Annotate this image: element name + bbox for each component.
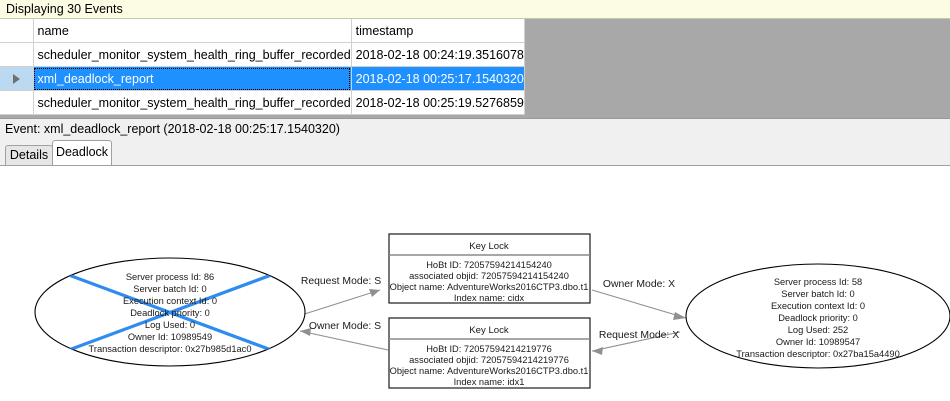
process-right-line-3: Deadlock priority: 0 xyxy=(778,313,858,323)
deadlock-graph-canvas[interactable]: Request Mode: S Owner Mode: S Owner Mode… xyxy=(0,165,950,401)
keylock-bottom-line-1: associated objid: 72057594214219776 xyxy=(409,355,569,365)
row-selector-cell[interactable] xyxy=(0,90,34,115)
edge-right-owner: Owner Mode: X xyxy=(591,279,687,320)
edge-right-request: Request Mode: X xyxy=(591,330,681,355)
process-left-line-1: Server batch Id: 0 xyxy=(133,284,206,294)
row-arrow-icon xyxy=(12,74,20,85)
process-left-line-2: Execution context Id: 0 xyxy=(123,296,217,306)
deadlock-graph: Request Mode: S Owner Mode: S Owner Mode… xyxy=(34,233,950,389)
process-right-line-6: Transaction descriptor: 0x27ba15a4490 xyxy=(736,349,900,359)
tab-details[interactable]: Details xyxy=(5,145,53,165)
cell-timestamp[interactable]: 2018-02-18 00:25:17.1540320 xyxy=(351,66,525,91)
column-header-timestamp[interactable]: timestamp xyxy=(351,19,525,43)
keylock-top-line-0: HoBt ID: 72057594214154240 xyxy=(426,260,552,270)
cell-name[interactable]: scheduler_monitor_system_health_ring_buf… xyxy=(33,42,352,67)
victim-cross-icon xyxy=(57,269,283,356)
resource-node-keylock-bottom[interactable]: Key Lock HoBt ID: 72057594214219776 asso… xyxy=(388,317,591,389)
column-header-name[interactable]: name xyxy=(33,19,352,43)
keylock-bottom-line-3: Index name: idx1 xyxy=(454,377,525,387)
row-selector-cell[interactable] xyxy=(0,42,34,67)
cell-timestamp[interactable]: 2018-02-18 00:25:19.5276859 xyxy=(351,90,525,115)
cell-timestamp[interactable]: 2018-02-18 00:24:19.3516078 xyxy=(351,42,525,67)
keylock-top-line-3: Index name: cidx xyxy=(454,293,525,303)
process-left-line-3: Deadlock priority: 0 xyxy=(130,308,210,318)
keylock-bottom-line-2: Object name: AdventureWorks2016CTP3.dbo.… xyxy=(390,366,589,376)
displaying-events-banner: Displaying 30 Events xyxy=(0,0,950,19)
process-ellipse-right[interactable] xyxy=(685,263,950,369)
table-row[interactable]: scheduler_monitor_system_health_ring_buf… xyxy=(0,42,525,67)
process-left-line-4: Log Used: 0 xyxy=(145,320,195,330)
keylock-bottom-line-0: HoBt ID: 72057594214219776 xyxy=(426,344,552,354)
keylock-top-line-1: associated objid: 72057594214154240 xyxy=(409,271,569,281)
edge-left-request: Request Mode: S xyxy=(291,276,381,319)
edge-label-left-request: Request Mode: S xyxy=(301,276,381,287)
row-selector-cell[interactable] xyxy=(0,66,34,91)
cell-name[interactable]: scheduler_monitor_system_health_ring_buf… xyxy=(33,90,352,115)
table-row[interactable]: scheduler_monitor_system_health_ring_buf… xyxy=(0,90,525,115)
keylock-top-line-2: Object name: AdventureWorks2016CTP3.dbo.… xyxy=(390,282,589,292)
edge-label-right-owner: Owner Mode: X xyxy=(603,279,675,290)
process-right-line-2: Execution context Id: 0 xyxy=(771,301,865,311)
events-table[interactable]: name timestamp scheduler_monitor_system_… xyxy=(0,19,525,115)
process-left-line-5: Owner Id: 10989549 xyxy=(128,332,212,342)
process-right-line-4: Log Used: 252 xyxy=(788,325,848,335)
process-left-line-6: Transaction descriptor: 0x27b985d1ac0 xyxy=(89,344,252,354)
process-node-right[interactable]: Server process Id: 58 Server batch Id: 0… xyxy=(685,263,950,369)
edge-left-owner: Owner Mode: S xyxy=(299,321,389,351)
process-left-line-0: Server process Id: 86 xyxy=(126,272,214,282)
cell-name[interactable]: xml_deadlock_report xyxy=(33,66,352,91)
keylock-top-title: Key Lock xyxy=(469,241,509,252)
table-row-selected[interactable]: xml_deadlock_report 2018-02-18 00:25:17.… xyxy=(0,66,525,91)
keylock-bottom-title: Key Lock xyxy=(469,325,509,336)
row-selector-header xyxy=(0,19,34,43)
process-right-line-0: Server process Id: 58 xyxy=(774,277,862,287)
tabstrip: Details Deadlock xyxy=(0,140,950,165)
process-right-line-5: Owner Id: 10989547 xyxy=(776,337,860,347)
edge-label-right-request: Request Mode: X xyxy=(599,330,679,341)
process-node-left[interactable]: Server process Id: 86 Server batch Id: 0… xyxy=(34,257,306,367)
resource-node-keylock-top[interactable]: Key Lock HoBt ID: 72057594214154240 asso… xyxy=(388,233,591,304)
keylock-bottom-box[interactable] xyxy=(388,317,591,389)
events-grid[interactable]: name timestamp scheduler_monitor_system_… xyxy=(0,19,950,118)
keylock-top-box[interactable] xyxy=(388,233,591,304)
event-detail-header: Event: xml_deadlock_report (2018-02-18 0… xyxy=(0,118,950,140)
edge-label-left-owner: Owner Mode: S xyxy=(309,321,381,332)
process-right-line-1: Server batch Id: 0 xyxy=(781,289,854,299)
table-header-row: name timestamp xyxy=(0,19,525,43)
tab-deadlock[interactable]: Deadlock xyxy=(52,140,112,165)
